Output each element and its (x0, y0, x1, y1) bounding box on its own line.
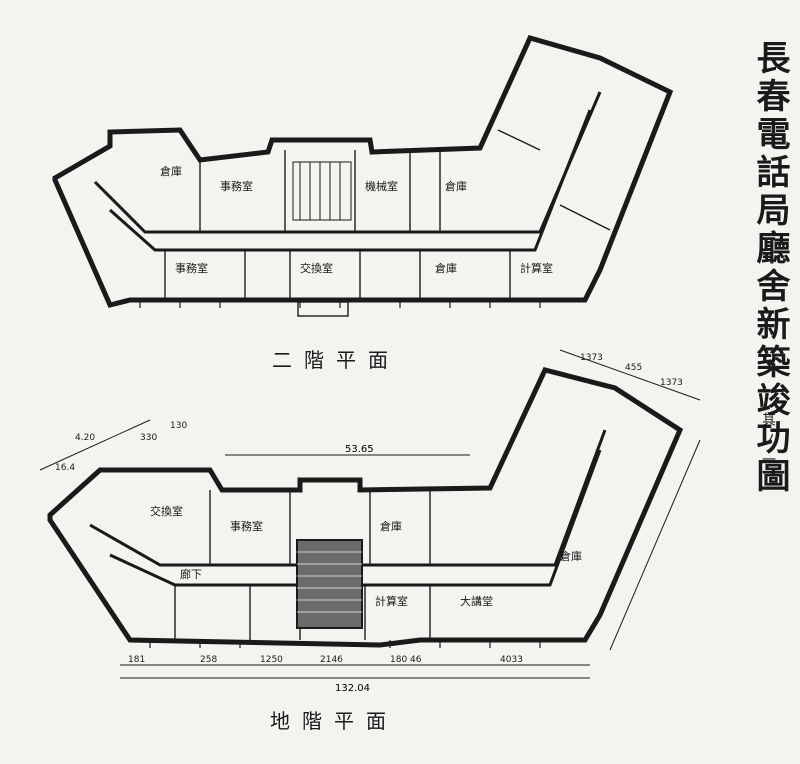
upper-room-label: 事務室 (175, 261, 208, 275)
lower-segment-dimension: 181 (128, 655, 145, 665)
drawing-title: 長春電話局廳舍新築竣功圖 (750, 40, 790, 496)
upper-outer-wall (52, 35, 674, 308)
upper-room-label: 計算室 (520, 261, 553, 275)
upper-room-label: 倉庫 (445, 179, 467, 193)
lower-room-label: 交換室 (150, 504, 183, 518)
lower-segment-dimension: 180 (390, 655, 407, 665)
lower-segment-dimension: 4033 (500, 655, 523, 665)
lower-stair-block (296, 539, 363, 629)
lower-floor-plan (39, 349, 701, 679)
upper-room-label: 倉庫 (435, 261, 457, 275)
lower-room-label: 倉庫 (380, 519, 402, 533)
upper-room-label: 事務室 (220, 179, 253, 193)
lower-room-label: 大講堂 (460, 594, 493, 608)
upper-stair (292, 161, 352, 221)
lower-room-label: 倉庫 (560, 549, 582, 563)
right-wing-dimension: 1373 (660, 378, 683, 388)
lower-segment-dimension: 258 (200, 655, 217, 665)
left-wing-dimension: 330 (140, 433, 157, 443)
lower-overall-dimension: 132.04 (335, 683, 370, 694)
lower-room-label: 計算室 (375, 594, 408, 608)
upper-room-label: 機械室 (365, 179, 398, 193)
lower-room-label: 廊下 (180, 567, 202, 581)
right-wing-dimension: 455 (625, 363, 642, 373)
upper-room-label: 倉庫 (160, 164, 182, 178)
lower-segment-dimension: 2146 (320, 655, 343, 665)
upper-floor-plan (52, 35, 674, 317)
upper-plan-label: 二階平面 (272, 348, 400, 372)
lower-segment-dimension: 46 (410, 655, 422, 665)
right-wing-dimension: 1373 (580, 353, 603, 363)
left-wing-dimension: 130 (170, 421, 187, 431)
upper-overall-dimension: 53.65 (345, 444, 374, 455)
left-wing-dimension: 4.20 (75, 433, 95, 443)
lower-plan-label: 地階平面 (270, 709, 398, 733)
lower-outer-wall (47, 367, 684, 648)
upper-room-label: 交換室 (300, 261, 333, 275)
left-wing-dimension: 16.4 (55, 463, 75, 473)
lower-room-label: 事務室 (230, 519, 263, 533)
sheet-number: 其ノ一 (760, 412, 776, 472)
lower-segment-dimension: 1250 (260, 655, 283, 665)
